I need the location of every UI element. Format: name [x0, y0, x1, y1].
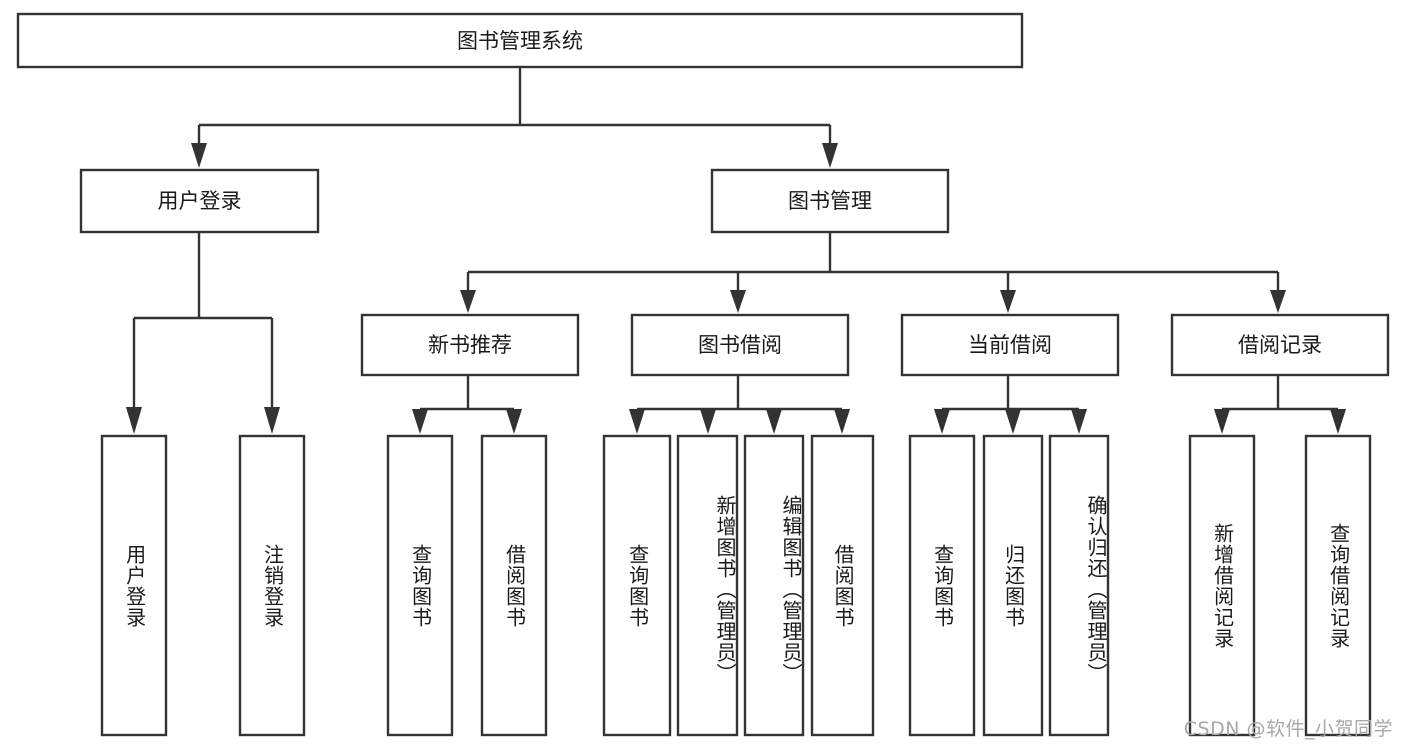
- node-book-borrow[interactable]: 图书借阅: [630, 313, 850, 377]
- connector-group-borrowrecord-to-leaves: [1214, 375, 1346, 434]
- node-book-manage[interactable]: 图书管理: [710, 168, 950, 234]
- arrow-to-new-book-recommend: [460, 290, 476, 313]
- node-user-login[interactable]: 用户登录: [79, 168, 320, 234]
- node-user-login-label: 用户登录: [158, 189, 242, 213]
- arrow-to-leaf-return-book: [1005, 409, 1021, 434]
- node-borrow-record-label: 借阅记录: [1238, 333, 1322, 357]
- node-book-borrow-label: 图书借阅: [698, 333, 782, 357]
- arrow-to-leaf-edit-book-admin: [766, 409, 782, 434]
- node-borrow-record-box[interactable]: [1170, 313, 1390, 377]
- csdn-watermark: CSDN @软件_小贺同学: [1183, 718, 1393, 740]
- node-root[interactable]: 图书管理系统: [16, 12, 1024, 69]
- node-user-login-box[interactable]: [79, 168, 320, 234]
- connector-group-bookborrow-to-leaves: [629, 375, 850, 434]
- arrow-to-leaf-borrow-book-1: [506, 409, 522, 434]
- connector-group-root-to-level2: [191, 67, 838, 168]
- node-leaf-query-borrow-record-box[interactable]: [1304, 434, 1372, 737]
- node-leaf-borrow-book-1-box[interactable]: [480, 434, 548, 737]
- node-leaf-add-book-admin-box[interactable]: [676, 434, 739, 737]
- node-current-borrow-label: 当前借阅: [968, 333, 1052, 357]
- node-leaf-borrow-book-2-box[interactable]: [810, 434, 875, 737]
- arrow-to-leaf-add-book-admin: [700, 409, 716, 434]
- arrow-to-leaf-query-book-2: [629, 409, 645, 434]
- arrow-to-leaf-confirm-return-admin: [1071, 409, 1087, 434]
- node-leaf-add-borrow-record-box[interactable]: [1188, 434, 1256, 737]
- node-leaf-user-login-box[interactable]: [100, 434, 168, 737]
- node-leaf-confirm-return-admin-box[interactable]: [1048, 434, 1110, 737]
- arrow-to-book-borrow: [730, 290, 746, 313]
- arrow-to-leaf-user-logout: [264, 407, 280, 434]
- arrow-to-leaf-query-borrow-record: [1330, 409, 1346, 434]
- arrow-to-user-login: [191, 143, 207, 168]
- node-leaf-user-logout-box[interactable]: [238, 434, 306, 737]
- connector-group-newbook-to-leaves: [412, 375, 522, 434]
- node-new-book-recommend[interactable]: 新书推荐: [360, 313, 580, 377]
- node-leaf-query-book-1-box[interactable]: [386, 434, 454, 737]
- node-borrow-record[interactable]: 借阅记录: [1170, 313, 1390, 377]
- arrow-to-leaf-query-book-3: [934, 409, 950, 434]
- arrow-to-leaf-add-borrow-record: [1214, 409, 1230, 434]
- node-leaf-query-book-3-box[interactable]: [908, 434, 976, 737]
- arrow-to-current-borrow: [1000, 290, 1016, 313]
- arrow-to-leaf-user-login: [126, 407, 142, 434]
- arrow-to-leaf-query-book-1: [412, 409, 428, 434]
- node-book-borrow-box[interactable]: [630, 313, 850, 377]
- node-leaf-query-book-2-box[interactable]: [602, 434, 672, 737]
- node-new-book-recommend-box[interactable]: [360, 313, 580, 377]
- arrow-to-leaf-borrow-book-2: [834, 409, 850, 434]
- node-root-box[interactable]: [16, 12, 1024, 69]
- connector-group-userlogin-to-leaves: [126, 232, 280, 434]
- node-leaf-edit-book-admin-box[interactable]: [743, 434, 805, 737]
- arrow-to-book-manage: [822, 143, 838, 168]
- node-book-manage-box[interactable]: [710, 168, 950, 234]
- node-current-borrow[interactable]: 当前借阅: [900, 313, 1120, 377]
- node-root-label: 图书管理系统: [457, 29, 583, 53]
- node-leaf-return-book-box[interactable]: [982, 434, 1044, 737]
- node-new-book-recommend-label: 新书推荐: [428, 333, 512, 357]
- node-book-manage-label: 图书管理: [788, 189, 872, 213]
- connector-group-bookmanage-to-level3: [460, 232, 1286, 313]
- connector-group-currentborrow-to-leaves: [934, 375, 1087, 434]
- arrow-to-borrow-record: [1270, 290, 1286, 313]
- node-current-borrow-box[interactable]: [900, 313, 1120, 377]
